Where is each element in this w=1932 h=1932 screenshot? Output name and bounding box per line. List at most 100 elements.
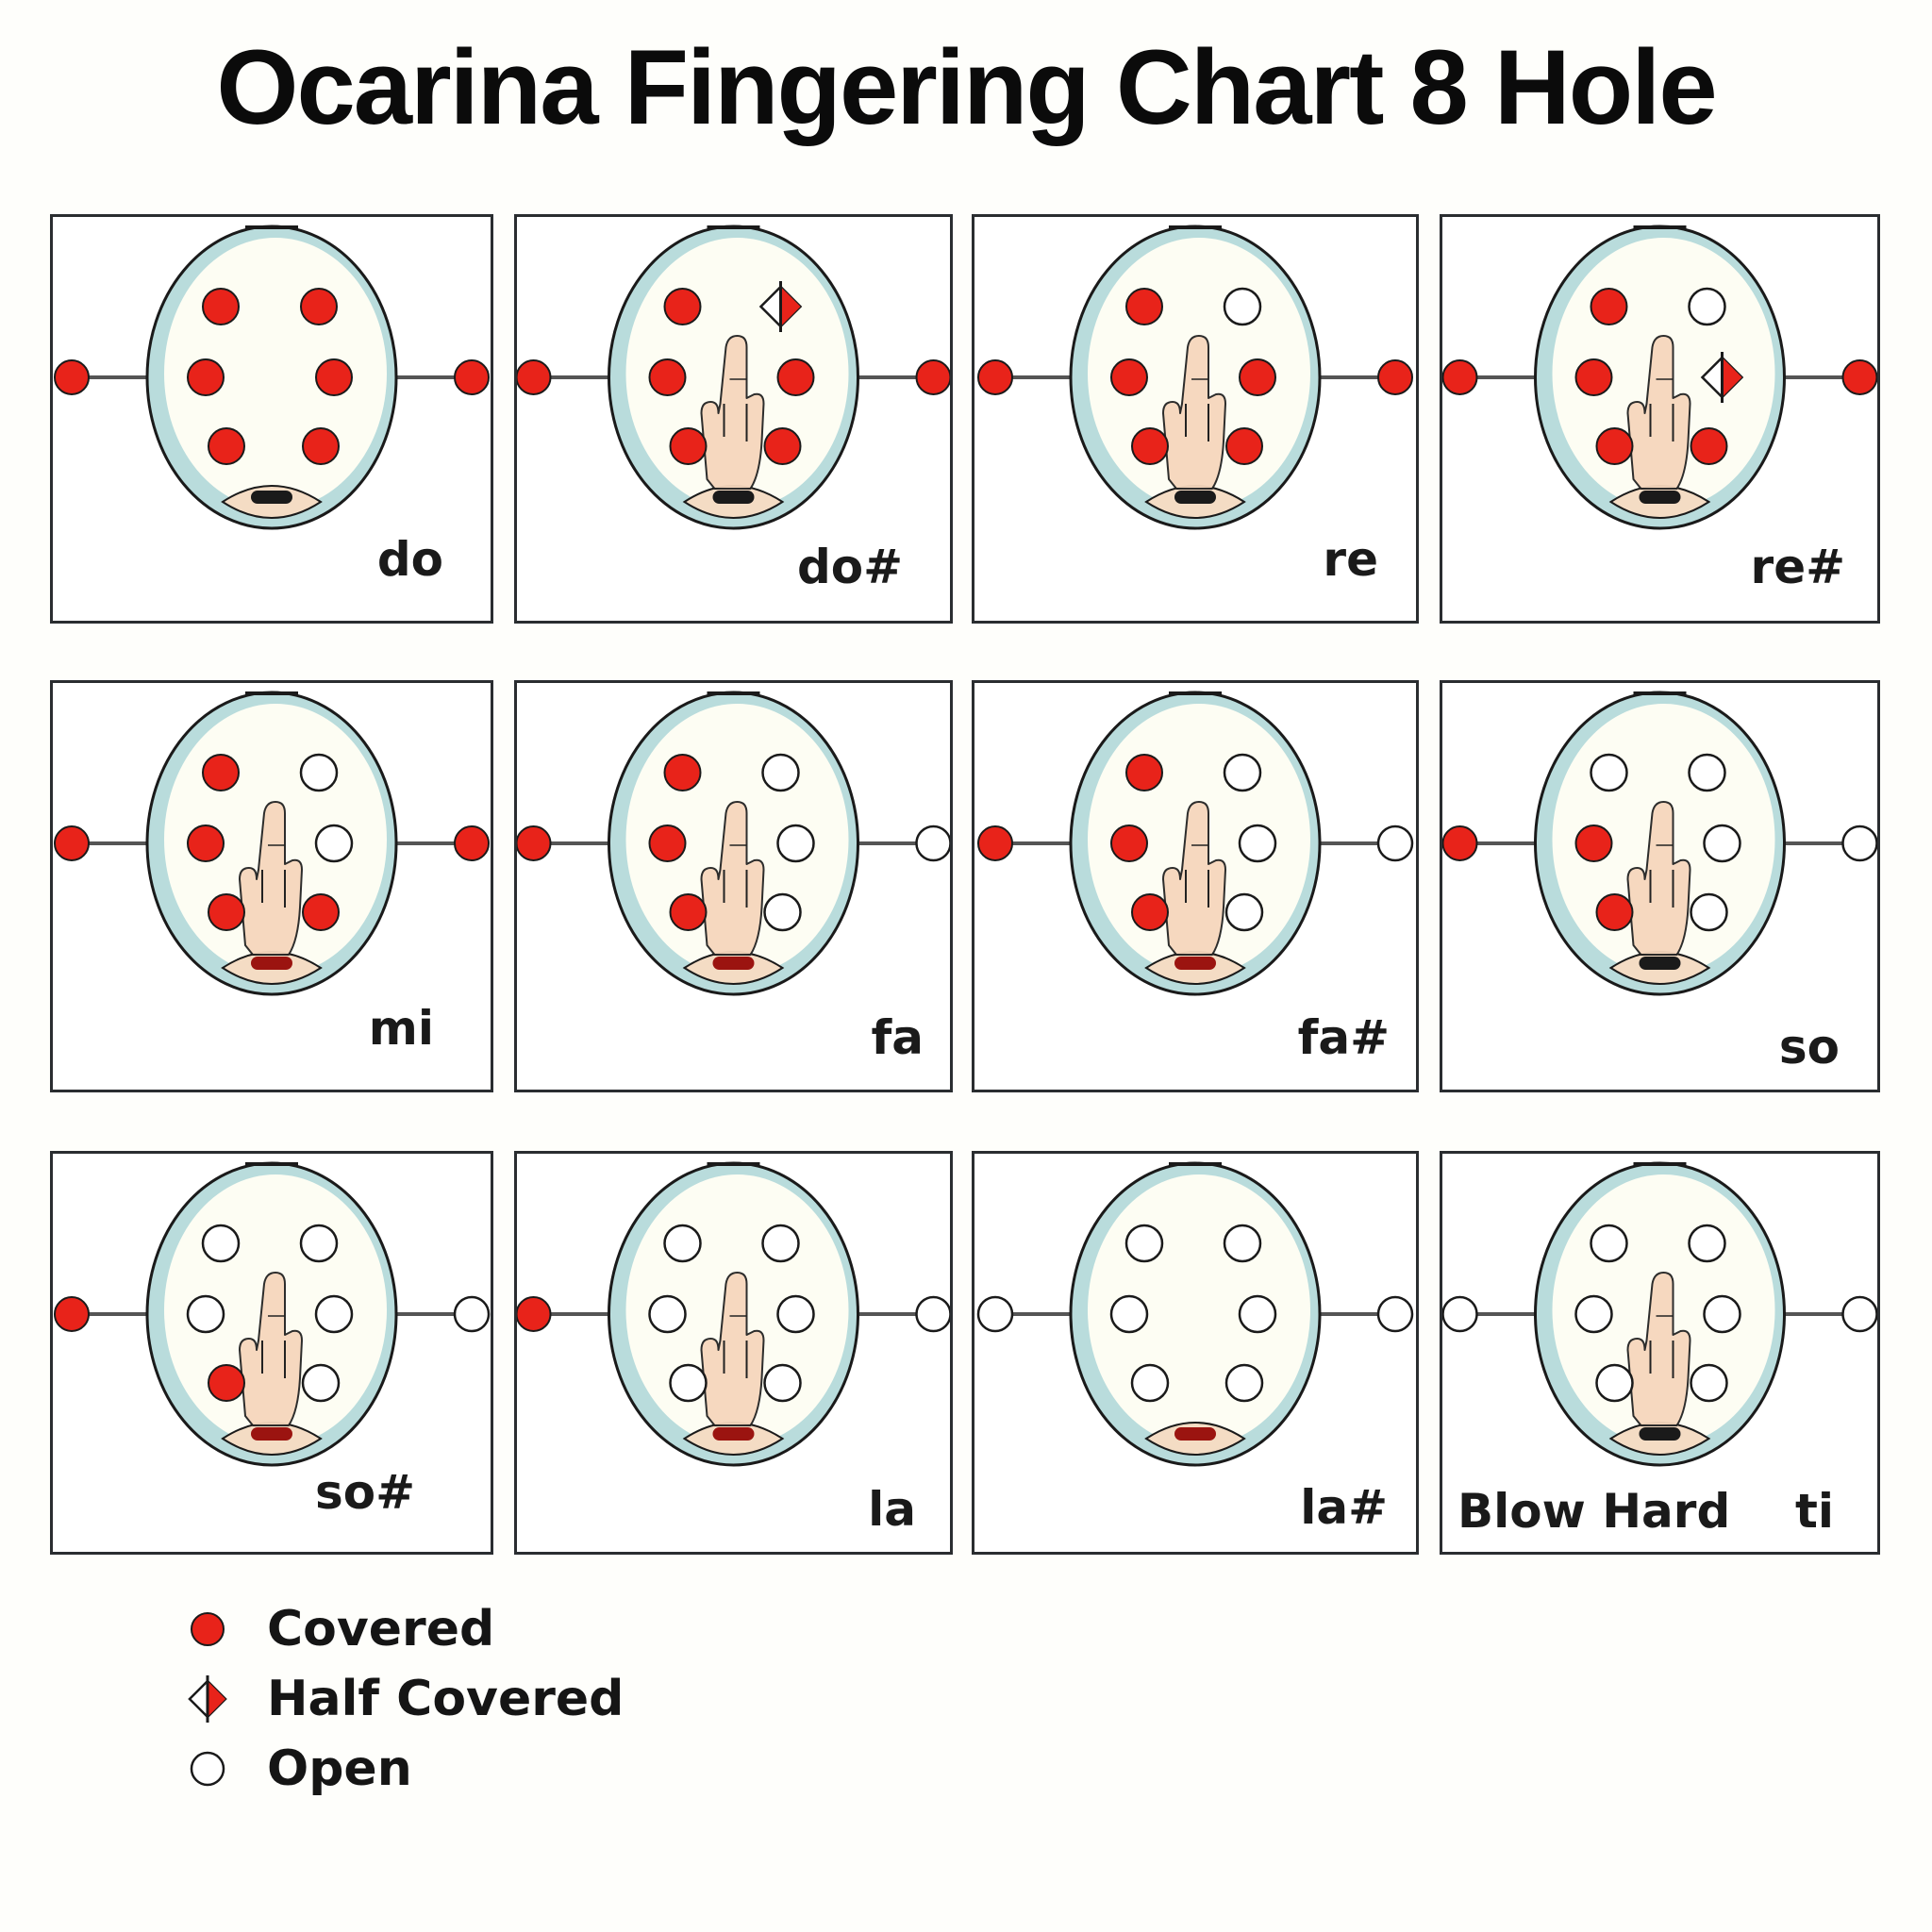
half-covered-hole-icon xyxy=(188,1675,227,1723)
mid-right-hole-open-icon xyxy=(1703,824,1741,863)
top-left-hole-open-icon xyxy=(1124,1224,1164,1263)
mid-right-hole-open-icon xyxy=(1238,824,1277,863)
side-right-hole-covered-icon xyxy=(915,359,950,395)
side-right-hole-open-icon xyxy=(453,1295,491,1333)
bottom-left-hole-covered-icon xyxy=(1595,893,1634,931)
note-label: so xyxy=(1778,1020,1840,1074)
top-left-hole-open-icon xyxy=(1590,753,1628,792)
mid-right-hole-open-icon xyxy=(1703,1294,1741,1334)
bottom-right-hole-covered-icon xyxy=(1225,427,1263,465)
fingering-cell-so-sharp: so# xyxy=(50,1151,493,1555)
top-left-hole-covered-icon xyxy=(1125,754,1163,791)
mid-left-hole-covered-icon xyxy=(648,358,687,396)
bottom-right-hole-open-icon xyxy=(1690,892,1728,932)
mid-left-hole-open-icon xyxy=(186,1294,225,1334)
top-right-hole-open-icon xyxy=(299,1224,339,1263)
top-left-hole-open-icon xyxy=(201,1224,241,1263)
side-left-hole-covered-icon xyxy=(517,825,552,861)
note-label: ti xyxy=(1794,1484,1834,1539)
bottom-right-hole-open-icon xyxy=(763,1363,802,1403)
top-right-hole-open-icon xyxy=(1223,287,1262,326)
top-left-hole-covered-icon xyxy=(202,754,240,791)
mid-left-hole-covered-icon xyxy=(1574,358,1613,396)
top-right-hole-open-icon xyxy=(1688,753,1726,792)
note-label: fa# xyxy=(1297,1010,1390,1065)
bottom-left-hole-open-icon xyxy=(669,1363,708,1403)
hand-icon xyxy=(700,335,765,490)
mid-left-hole-covered-icon xyxy=(1574,824,1613,862)
note-label: fa xyxy=(871,1010,924,1065)
top-right-hole-open-icon xyxy=(1223,1224,1262,1263)
side-right-hole-covered-icon xyxy=(1377,359,1413,395)
side-left-hole-open-icon xyxy=(976,1295,1014,1333)
bottom-right-hole-open-icon xyxy=(763,892,802,932)
top-right-hole-open-icon xyxy=(299,753,339,792)
mid-left-hole-open-icon xyxy=(1574,1294,1613,1334)
mid-right-hole-open-icon xyxy=(314,1294,354,1334)
bottom-left-hole-covered-icon xyxy=(208,427,245,465)
ocarina-diagram xyxy=(517,1161,950,1467)
side-right-hole-open-icon xyxy=(915,1295,950,1333)
bottom-right-hole-covered-icon xyxy=(302,427,340,465)
ocarina-diagram xyxy=(54,225,490,530)
fingering-cell-re: re xyxy=(972,214,1419,624)
side-left-hole-covered-icon xyxy=(1442,359,1478,395)
top-left-hole-open-icon xyxy=(1590,1224,1628,1263)
fingering-cell-la-sharp: la# xyxy=(972,1151,1419,1555)
top-left-hole-covered-icon xyxy=(663,754,702,791)
bottom-left-hole-covered-icon xyxy=(208,893,245,931)
top-left-hole-covered-icon xyxy=(1590,288,1628,325)
ocarina-diagram xyxy=(976,1161,1414,1467)
top-left-hole-covered-icon xyxy=(1125,288,1163,325)
mid-right-hole-open-icon xyxy=(1238,1294,1277,1334)
mid-right-hole-covered-icon xyxy=(1239,358,1276,396)
mid-left-hole-covered-icon xyxy=(1110,824,1148,862)
hand-icon xyxy=(1626,1272,1691,1426)
hand-icon xyxy=(1626,801,1691,956)
note-label: la xyxy=(868,1482,916,1537)
side-left-hole-covered-icon xyxy=(977,825,1013,861)
fingering-cell-fa-sharp: fa# xyxy=(972,680,1419,1092)
bottom-left-hole-covered-icon xyxy=(1131,427,1169,465)
side-right-hole-open-icon xyxy=(1376,824,1414,862)
legend-item-covered: Covered xyxy=(184,1594,624,1664)
ocarina-diagram xyxy=(1442,691,1877,996)
ocarina-diagram xyxy=(54,1161,491,1467)
note-label: re# xyxy=(1750,540,1845,594)
note-label: mi xyxy=(368,1001,434,1056)
ocarina-diagram xyxy=(977,225,1413,530)
top-right-hole-open-icon xyxy=(761,1224,800,1263)
bottom-right-hole-covered-icon xyxy=(1690,427,1728,465)
note-label: so# xyxy=(314,1465,415,1520)
note-label: la# xyxy=(1300,1480,1388,1535)
top-right-hole-open-icon xyxy=(1223,753,1262,792)
side-left-hole-covered-icon xyxy=(54,359,90,395)
legend-covered-icon xyxy=(191,1612,225,1646)
top-left-hole-covered-icon xyxy=(202,288,240,325)
ocarina-diagram xyxy=(54,691,490,996)
side-right-hole-covered-icon xyxy=(454,359,490,395)
bottom-left-hole-covered-icon xyxy=(208,1364,245,1402)
bottom-left-hole-open-icon xyxy=(1130,1363,1170,1403)
legend-label: Open xyxy=(267,1740,412,1797)
mid-right-hole-half-covered-icon xyxy=(1700,352,1744,403)
top-left-hole-covered-icon xyxy=(663,288,702,325)
side-right-hole-open-icon xyxy=(1841,824,1877,862)
mid-left-hole-open-icon xyxy=(1109,1294,1149,1334)
open-hole-icon xyxy=(190,1751,225,1787)
legend: Covered Half Covered Open xyxy=(184,1594,624,1804)
hand-icon xyxy=(239,801,303,956)
bottom-right-hole-open-icon xyxy=(1224,1363,1264,1403)
legend-half-covered-icon xyxy=(188,1675,227,1723)
note-label: do xyxy=(376,532,443,587)
side-left-hole-covered-icon xyxy=(517,359,552,395)
side-right-hole-open-icon xyxy=(915,824,950,862)
top-right-hole-open-icon xyxy=(1688,1224,1726,1263)
top-right-hole-open-icon xyxy=(761,753,800,792)
fingering-cell-do: do xyxy=(50,214,493,624)
mid-right-hole-covered-icon xyxy=(315,358,353,396)
top-right-hole-half-covered-icon xyxy=(758,281,803,332)
covered-hole-icon xyxy=(191,1612,225,1646)
page-title: Ocarina Fingering Chart 8 Hole xyxy=(216,28,1717,146)
fingering-cell-do-sharp: do# xyxy=(514,214,953,624)
